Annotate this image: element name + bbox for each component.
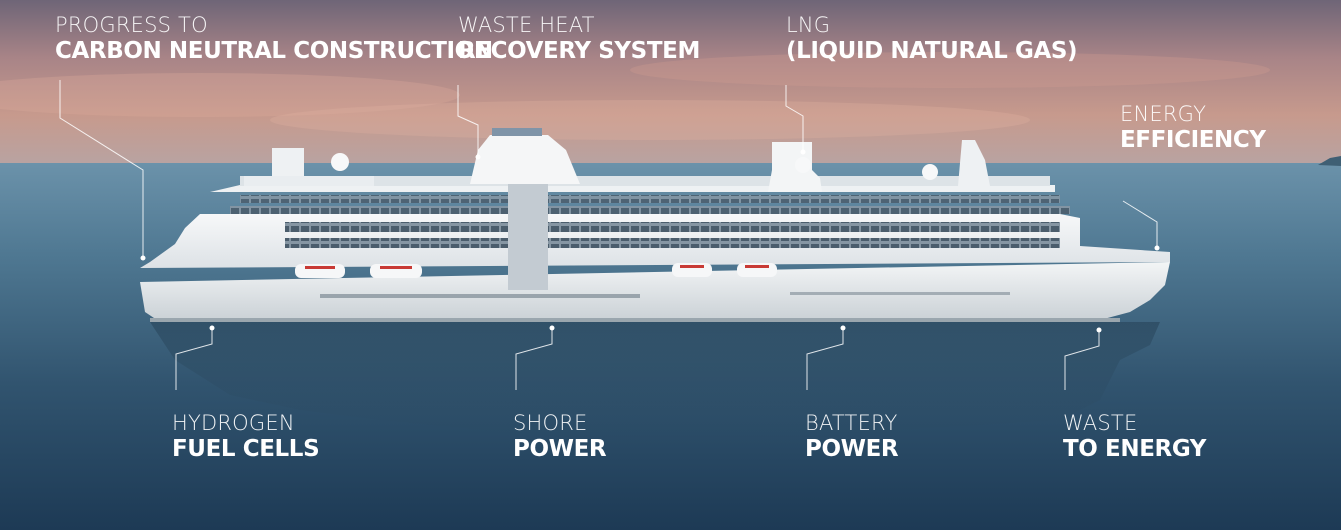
aft-stack [244,176,374,186]
callout-dot-battery [840,325,846,331]
callout-line-lng [785,85,804,152]
callout-dot-waste-heat [475,154,481,160]
distant-land [1318,156,1341,166]
label-lng: LNG (LIQUID NATURAL GAS) [786,13,1078,65]
callout-line-shore [515,328,553,390]
label-waste-heat-line1: WASTE HEAT [458,13,595,37]
callout-dot-hydrogen [209,325,215,331]
callout-line-battery [806,328,844,390]
lifeboat-stripe [680,265,704,268]
cloud [630,52,1270,88]
deck-windows [285,222,1060,232]
callout-dot-lng [800,149,806,155]
label-energy-line1: ENERGY [1120,102,1207,126]
callout-dot-carbon [140,255,146,261]
label-carbon-line1: PROGRESS TO [55,13,208,37]
label-hydrogen-line2: FUEL CELLS [172,435,320,462]
label-carbon-line2: CARBON NEUTRAL CONSTRUCTION [55,37,493,64]
callout-dot-energy [1154,245,1160,251]
label-shore-line2: POWER [513,435,607,462]
label-battery-line2: POWER [805,435,899,462]
portholes [790,292,1010,295]
callout-line-carbon [59,80,144,258]
label-wte-line2: TO ENERGY [1063,435,1207,462]
deck-windows [285,238,1060,248]
callout-line-energy [1122,200,1158,248]
label-shore-line1: SHORE [513,411,588,435]
hull-stripe [150,318,1120,322]
label-hydrogen: HYDROGEN FUEL CELLS [172,411,320,463]
callout-line-waste-heat [457,85,479,157]
label-battery-power: BATTERY POWER [805,411,899,463]
label-lng-line2: (LIQUID NATURAL GAS) [786,37,1078,64]
deck-windows [240,195,1060,203]
funnel-lng [768,142,822,192]
callout-dot-wte [1096,327,1102,333]
central-tower [508,180,548,290]
sky [0,0,1341,165]
radar-dome [795,157,811,173]
portholes [320,294,640,298]
label-waste-heat: WASTE HEAT RECOVERY SYSTEM [458,13,700,65]
cloud [0,73,460,117]
forward-mast [958,140,990,186]
deck-windows [230,206,1070,214]
lifeboat-stripe [745,265,769,268]
superstructure-upper [210,185,1055,192]
funnel-waste-heat [470,135,580,184]
callout-line-hydrogen [175,328,213,390]
radar-dome [922,164,938,180]
callout-lines [59,80,1160,390]
callout-line-wte [1064,330,1100,390]
top-deck [240,176,1050,186]
label-wte-line1: WASTE [1063,411,1138,435]
label-lng-line1: LNG [786,13,831,37]
funnel-top [492,128,542,136]
callout-dot-shore [549,325,555,331]
lifeboat-stripe [380,266,412,269]
radar-dome [331,153,349,171]
label-energy-line2: EFFICIENCY [1120,126,1266,153]
ship-reflection [150,322,1160,445]
label-carbon-neutral: PROGRESS TO CARBON NEUTRAL CONSTRUCTION [55,13,493,65]
lifeboat-stripe [305,266,335,269]
cloud [270,100,1030,140]
label-energy-efficiency: ENERGY EFFICIENCY [1120,102,1266,154]
label-shore-power: SHORE POWER [513,411,607,463]
label-waste-to-energy: WASTE TO ENERGY [1063,411,1206,463]
label-hydrogen-line1: HYDROGEN [172,411,295,435]
label-waste-heat-line2: RECOVERY SYSTEM [458,37,700,64]
label-battery-line1: BATTERY [805,411,898,435]
